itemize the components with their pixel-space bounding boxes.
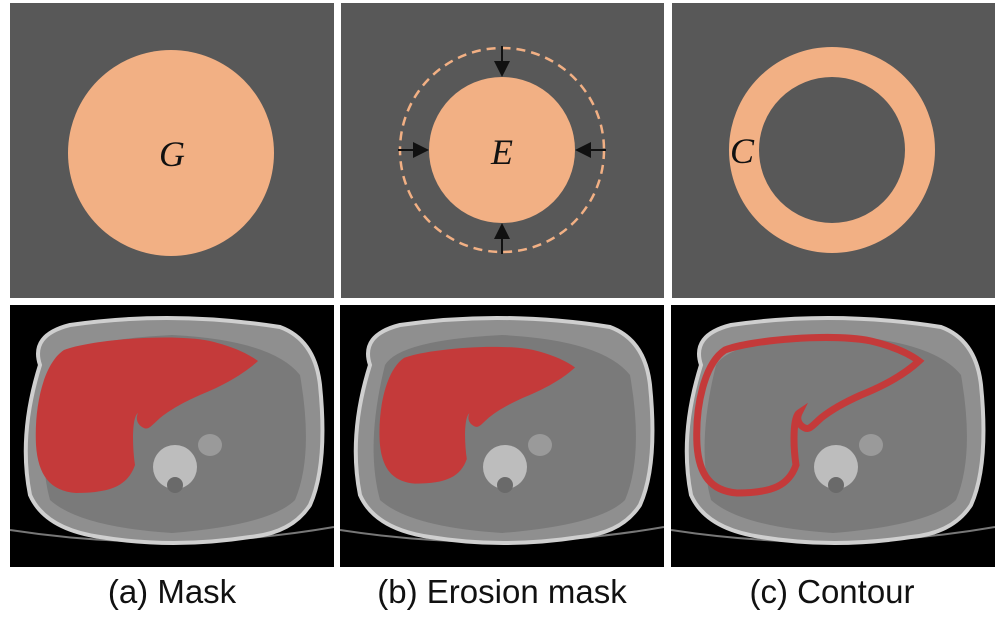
ct-spine	[483, 445, 527, 489]
ct-spine-canal	[828, 477, 844, 493]
ct-spine	[814, 445, 858, 489]
caption-a: (a) Mask	[108, 573, 237, 610]
panel-contour-schematic: C	[672, 3, 995, 298]
panel-erosion-schematic: E	[341, 3, 664, 298]
caption-b: (b) Erosion mask	[377, 573, 627, 610]
ct-spine	[153, 445, 197, 489]
erosion-region-e	[429, 77, 575, 223]
ct-aorta	[528, 434, 552, 456]
mask-symbol: G	[159, 134, 185, 174]
ct-panel-mask	[10, 305, 334, 567]
caption-c: (c) Contour	[749, 573, 914, 610]
erosion-symbol: E	[490, 132, 513, 172]
ct-aorta	[859, 434, 883, 456]
ct-spine-canal	[497, 477, 513, 493]
panel-mask-schematic: G	[10, 3, 334, 298]
contour-symbol: C	[730, 131, 755, 171]
mask-region-g	[68, 50, 274, 256]
contour-ring-c	[729, 47, 935, 253]
ct-spine-canal	[167, 477, 183, 493]
ct-panel-contour	[671, 305, 995, 567]
ct-inner-tissue	[704, 335, 967, 533]
ct-panel-erosion	[340, 305, 664, 567]
ct-aorta	[198, 434, 222, 456]
